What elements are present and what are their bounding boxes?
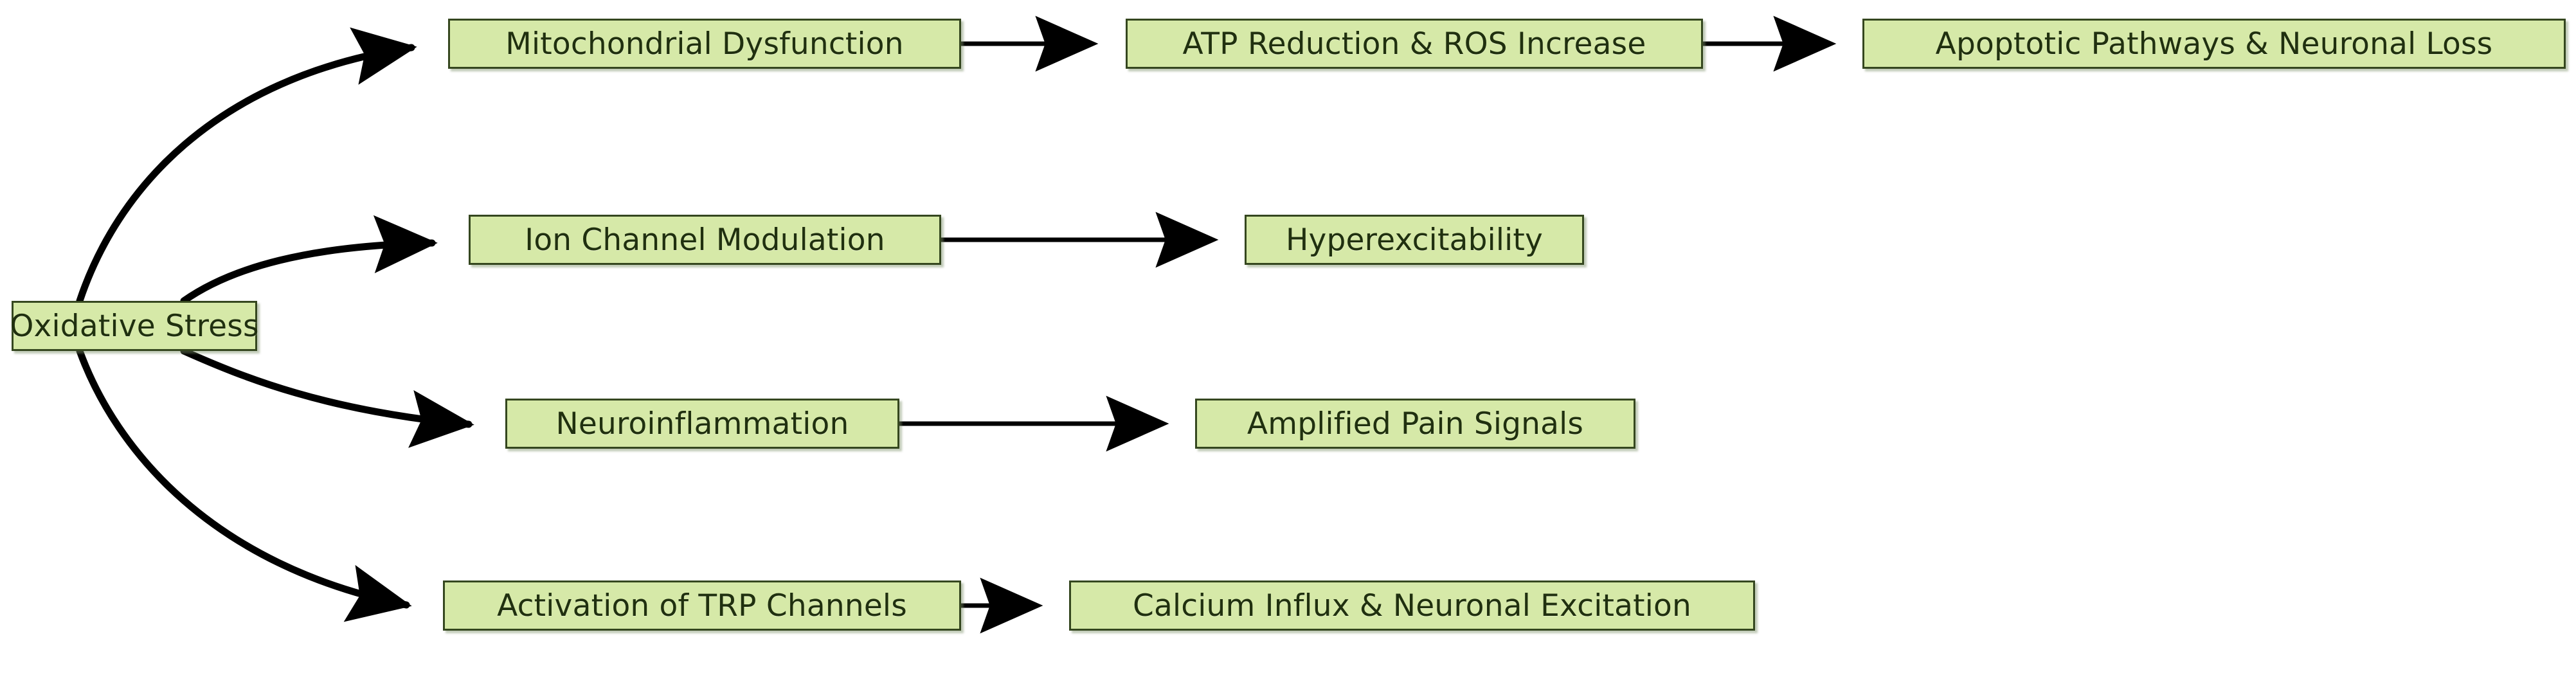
node-activation-of-trp-channels[interactable]: Activation of TRP Channels [443,580,961,631]
node-label: Apoptotic Pathways & Neuronal Loss [1935,26,2493,62]
node-oxidative-stress[interactable]: Oxidative Stress [10,301,259,351]
edge-oxidative-stress-to-ion-channel-modulation [180,215,438,305]
node-hyperexcitability[interactable]: Hyperexcitability [1245,215,1584,265]
node-neuroinflammation[interactable]: Neuroinflammation [505,399,899,449]
edge-oxidative-stress-to-mitochondrial-dysfunction [76,27,417,305]
node-atp-reduction-ros-increase[interactable]: ATP Reduction & ROS Increase [1126,19,1703,69]
node-label: Neuroinflammation [555,406,849,442]
node-ion-channel-modulation[interactable]: Ion Channel Modulation [469,215,941,265]
node-mitochondrial-dysfunction[interactable]: Mitochondrial Dysfunction [448,19,961,69]
node-label: Activation of TRP Channels [497,588,907,624]
node-label: Hyperexcitability [1285,222,1544,258]
node-label: Ion Channel Modulation [525,222,885,258]
node-label: Oxidative Stress [10,308,259,344]
edge-oxidative-stress-to-neuroinflammation [180,347,474,448]
node-calcium-influx-neuronal-excitation[interactable]: Calcium Influx & Neuronal Excitation [1069,580,1755,631]
node-apoptotic-pathways-neuronal-loss[interactable]: Apoptotic Pathways & Neuronal Loss [1862,19,2566,69]
straight-edges [899,15,1837,634]
node-label: Amplified Pain Signals [1247,406,1584,442]
edge-oxidative-stress-to-activation-of-trp-channels [76,347,412,622]
node-amplified-pain-signals[interactable]: Amplified Pain Signals [1195,399,1635,449]
node-label: Mitochondrial Dysfunction [505,26,904,62]
node-label: ATP Reduction & ROS Increase [1182,26,1646,62]
node-label: Calcium Influx & Neuronal Excitation [1132,588,1691,624]
